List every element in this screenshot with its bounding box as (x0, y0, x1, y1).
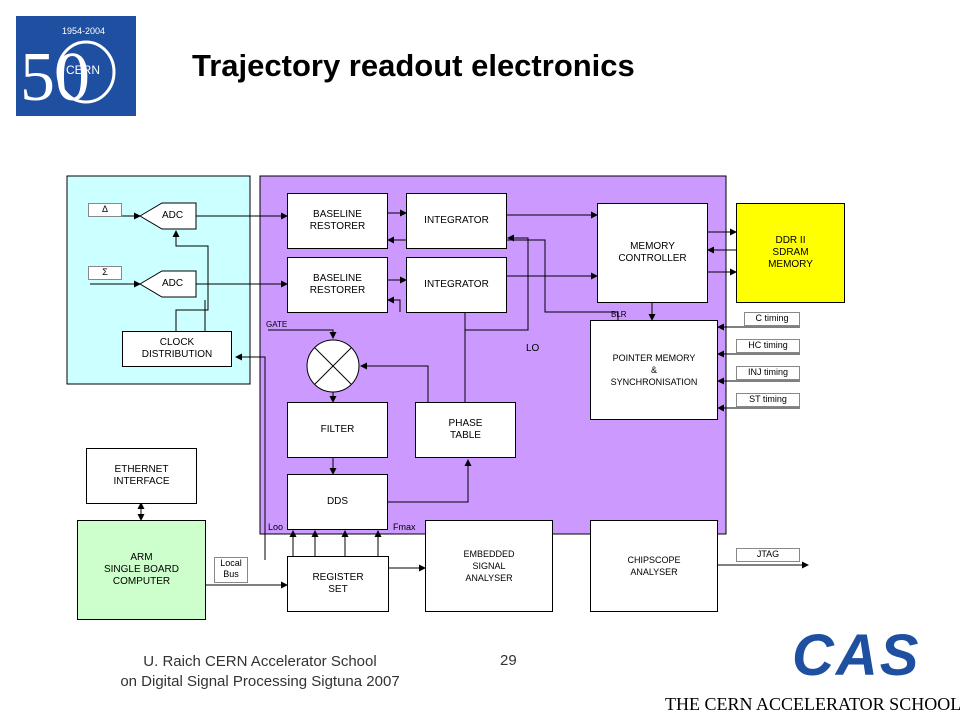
footer-author: U. Raich CERN Accelerator School on Digi… (120, 653, 400, 690)
c-timing-label: C timing (744, 312, 800, 326)
local-bus-label: Local Bus (214, 557, 248, 583)
adc-bottom-label: ADC (162, 278, 184, 289)
baseline-restorer-1-block: BASELINE RESTORER (287, 193, 388, 249)
arm-computer-block: ARM SINGLE BOARD COMPUTER (77, 520, 206, 620)
embedded-signal-analyser-block: EMBEDDED SIGNAL ANALYSER (425, 520, 553, 612)
dds-block: DDS (287, 474, 388, 530)
inj-timing-label: INJ timing (736, 366, 800, 380)
ethernet-interface-block: ETHERNET INTERFACE (86, 448, 197, 504)
cern-50-logo-graphic: 1954-2004 50 CERN (20, 26, 116, 116)
delta-input-label: Δ (88, 203, 122, 217)
logo-years: 1954-2004 (62, 26, 105, 36)
fmax-label: Fmax (393, 522, 416, 532)
logo-org: CERN (66, 63, 100, 77)
jtag-label: JTAG (736, 548, 800, 562)
clock-distribution-block: CLOCK DISTRIBUTION (122, 331, 232, 367)
mixer-symbol (306, 339, 360, 393)
register-set-block: REGISTER SET (287, 556, 389, 612)
loo-label: Loo (268, 522, 284, 532)
ddr-memory-block: DDR II SDRAM MEMORY (736, 203, 845, 303)
memory-controller-block: MEMORY CONTROLLER (597, 203, 708, 303)
page-number: 29 (500, 652, 517, 669)
hc-timing-label: HC timing (736, 339, 800, 353)
gate-label: GATE (266, 320, 288, 329)
chipscope-analyser-block: CHIPSCOPE ANALYSER (590, 520, 718, 612)
lo-label: LO (526, 343, 540, 354)
st-timing-label: ST timing (736, 393, 800, 407)
integrator-1-block: INTEGRATOR (406, 193, 507, 249)
cern-50-logo: 1954-2004 50 CERN (16, 16, 136, 116)
sigma-input-label: Σ (88, 266, 122, 280)
phase-table-block: PHASE TABLE (415, 402, 516, 458)
adc-top-label: ADC (162, 210, 184, 221)
filter-block: FILTER (287, 402, 388, 458)
cas-school-name: THE CERN ACCELERATOR SCHOOL (665, 694, 960, 714)
page-title: Trajectory readout electronics (192, 48, 635, 83)
blr-label: BLR (611, 310, 627, 319)
integrator-2-block: INTEGRATOR (406, 257, 507, 313)
pointer-memory-block: POINTER MEMORY & SYNCHRONISATION (590, 320, 718, 420)
baseline-restorer-2-block: BASELINE RESTORER (287, 257, 388, 313)
cas-logo: CAS (792, 623, 921, 688)
logo-number: 50 (20, 39, 90, 116)
